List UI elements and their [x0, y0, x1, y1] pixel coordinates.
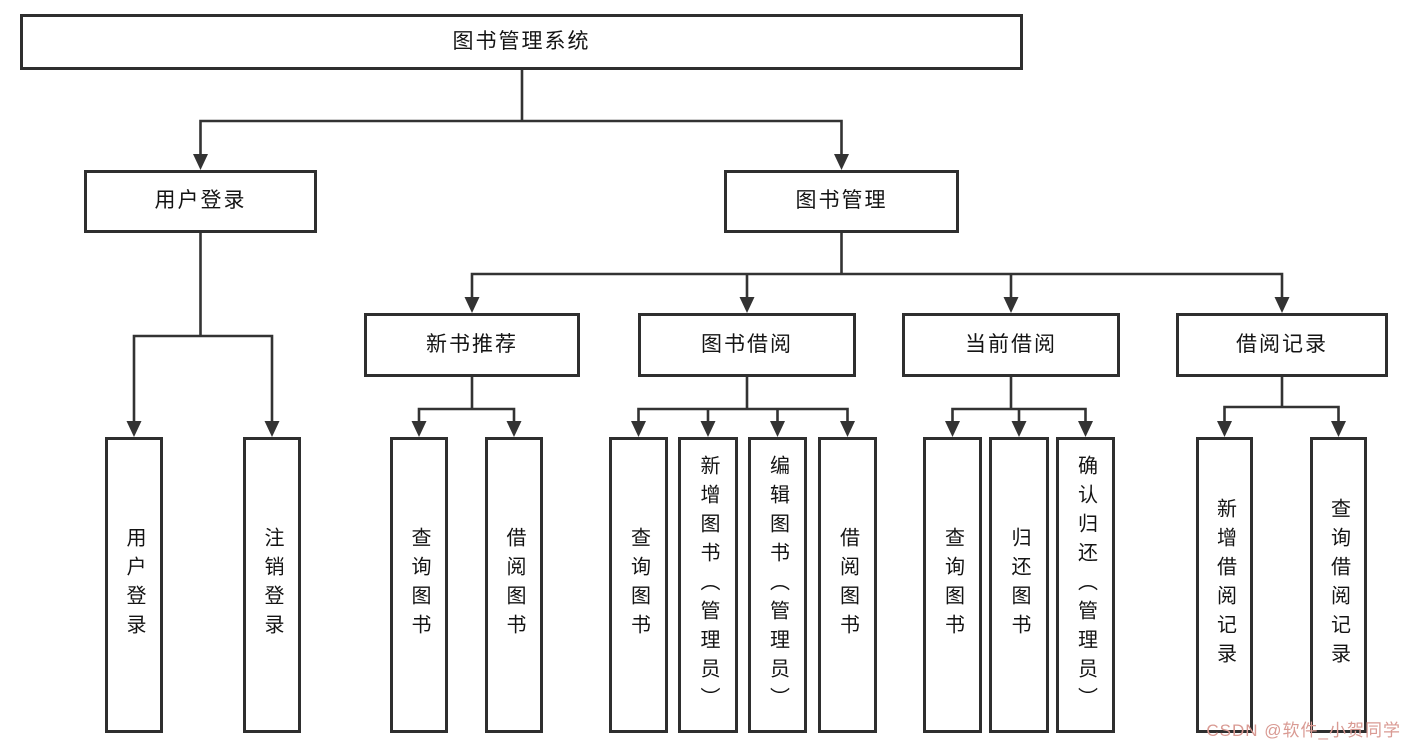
arrow-down-icon [834, 154, 849, 170]
arrow-down-icon [1274, 297, 1290, 313]
node-leaf-logout: 注销登录 [243, 437, 301, 733]
arrow-down-icon [193, 154, 208, 170]
node-book-management: 图书管理 [724, 170, 959, 233]
node-new-book-recommend: 新书推荐 [364, 313, 580, 377]
node-label: 新增借阅记录 [1213, 498, 1236, 672]
node-leaf-query-book-2: 查询图书 [609, 437, 668, 733]
node-leaf-user-login: 用户登录 [105, 437, 163, 733]
connector-book-management [464, 233, 1290, 313]
node-label: 当前借阅 [965, 332, 1057, 356]
arrow-down-icon [1331, 421, 1346, 437]
connector-current-borrow [945, 377, 1093, 437]
node-label: 查询图书 [408, 527, 430, 643]
connector-root [193, 70, 849, 170]
node-user-login-branch: 用户登录 [84, 170, 317, 233]
node-book-borrow: 图书借阅 [638, 313, 856, 377]
node-label: 借阅图书 [503, 527, 525, 643]
node-leaf-add-book-admin: 新增图书（管理员） [678, 437, 738, 733]
node-label: 新书推荐 [426, 332, 518, 356]
arrow-down-icon [840, 421, 855, 437]
node-label: 图书管理 [795, 189, 888, 213]
arrow-down-icon [411, 421, 427, 437]
node-leaf-confirm-return-admin: 确认归还（管理员） [1056, 437, 1115, 733]
connector-book-borrow [631, 377, 855, 437]
node-label: 查询图书 [627, 527, 650, 643]
node-label: 归还图书 [1008, 527, 1030, 643]
node-root-system: 图书管理系统 [20, 14, 1023, 70]
arrow-down-icon [1078, 421, 1093, 437]
connector-new-book-recommend [411, 377, 522, 437]
node-label: 注销登录 [261, 527, 283, 643]
node-label: 借阅图书 [836, 527, 859, 643]
node-label: 新增图书（管理员） [697, 454, 719, 716]
connector-user-login [126, 233, 280, 437]
node-label: 编辑图书（管理员） [766, 454, 789, 716]
node-label: 图书借阅 [701, 332, 793, 356]
arrow-down-icon [945, 421, 960, 437]
arrow-down-icon [1003, 297, 1019, 313]
arrow-down-icon [464, 297, 480, 313]
arrow-down-icon [700, 421, 716, 437]
node-current-borrow: 当前借阅 [902, 313, 1120, 377]
node-leaf-return-book: 归还图书 [989, 437, 1049, 733]
node-borrow-records: 借阅记录 [1176, 313, 1388, 377]
node-leaf-edit-book-admin: 编辑图书（管理员） [748, 437, 807, 733]
node-leaf-add-borrow-record: 新增借阅记录 [1196, 437, 1253, 733]
arrow-down-icon [1217, 421, 1232, 437]
node-label: 查询图书 [941, 527, 964, 643]
arrow-down-icon [506, 421, 522, 437]
arrow-down-icon [770, 421, 785, 437]
node-label: 用户登录 [123, 527, 145, 643]
arrow-down-icon [631, 421, 646, 437]
node-leaf-query-borrow-record: 查询借阅记录 [1310, 437, 1367, 733]
arrow-down-icon [739, 297, 755, 313]
node-label: 查询借阅记录 [1327, 498, 1350, 672]
arrow-down-icon [264, 421, 280, 437]
node-label: 借阅记录 [1236, 332, 1328, 356]
node-leaf-query-book-3: 查询图书 [923, 437, 982, 733]
node-label: 用户登录 [154, 189, 247, 213]
connector-borrow-records [1217, 377, 1346, 437]
node-label: 确认归还（管理员） [1074, 454, 1097, 716]
arrow-down-icon [126, 421, 142, 437]
node-label: 图书管理系统 [452, 29, 591, 53]
node-leaf-query-book-1: 查询图书 [390, 437, 448, 733]
node-leaf-borrow-book-1: 借阅图书 [485, 437, 543, 733]
csdn-watermark: CSDN @软件_小贺同学 [1206, 721, 1401, 740]
arrow-down-icon [1011, 421, 1027, 437]
node-leaf-borrow-book-2: 借阅图书 [818, 437, 877, 733]
